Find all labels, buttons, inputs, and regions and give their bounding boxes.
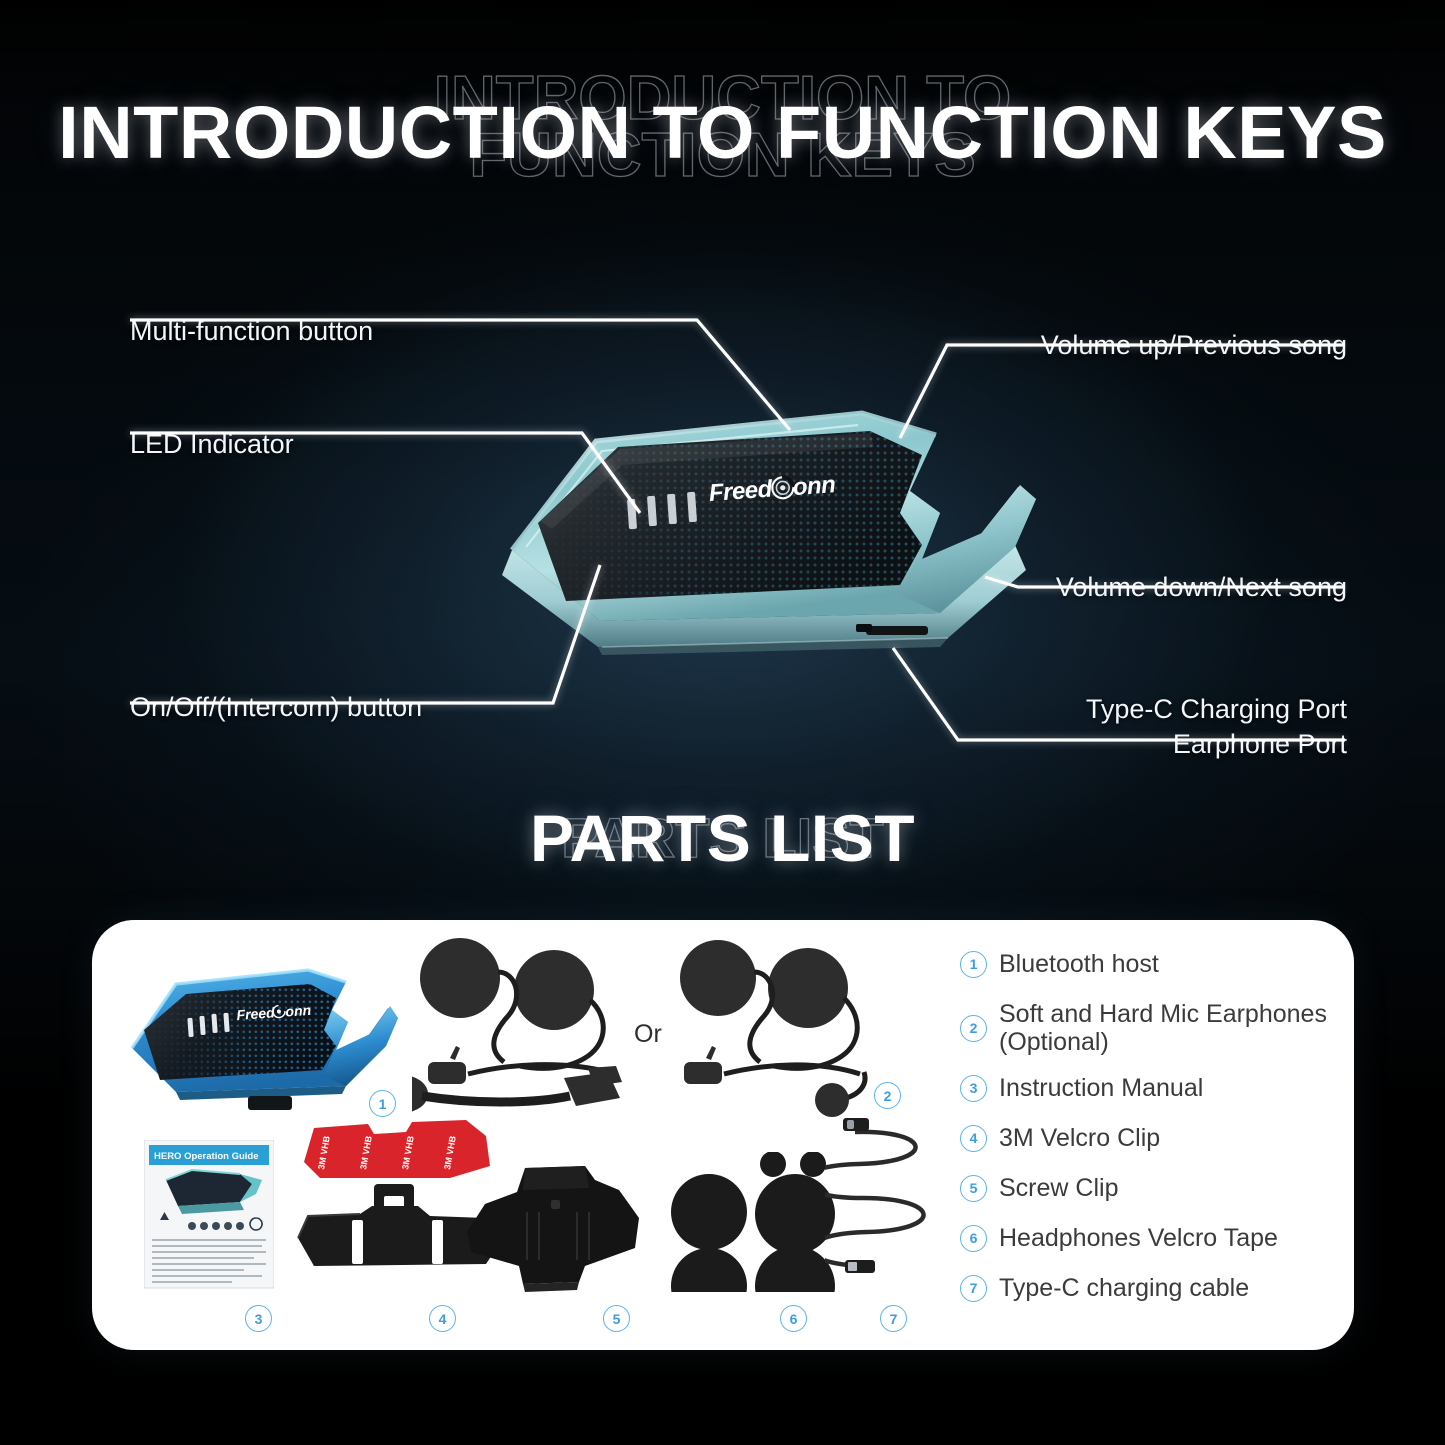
legend-number-3: 3 bbox=[960, 1074, 987, 1102]
legend-item-2: 2 Soft and Hard Mic Earphones (Optional) bbox=[960, 1000, 1360, 1056]
part-instruction-manual: HERO Operation Guide bbox=[144, 1140, 274, 1289]
or-separator: Or bbox=[634, 1020, 662, 1048]
legend-item-1: 1 Bluetooth host bbox=[960, 950, 1360, 978]
legend-label-4: 3M Velcro Clip bbox=[999, 1124, 1161, 1152]
legend-number-4: 4 bbox=[960, 1124, 987, 1152]
manual-title-text: HERO Operation Guide bbox=[154, 1151, 259, 1162]
callout-type-c-earphone-port: Type-C Charging Port Earphone Port bbox=[1085, 693, 1347, 760]
legend-number-6: 6 bbox=[960, 1224, 987, 1252]
part-screw-clip bbox=[467, 1166, 639, 1292]
leader-onoff-intercom bbox=[130, 564, 602, 705]
legend-label-1: Bluetooth host bbox=[999, 950, 1159, 978]
legend-number-1: 1 bbox=[960, 950, 987, 978]
page-title-function-keys: INTRODUCTION TO FUNCTION KEYS bbox=[0, 96, 1445, 170]
leader-multi-function-button bbox=[130, 318, 792, 432]
brand-logo: Freed onn bbox=[708, 471, 836, 507]
legend-number-5: 5 bbox=[960, 1174, 987, 1202]
led-indicator-bars bbox=[627, 491, 697, 530]
part-type-c-cable bbox=[825, 1118, 926, 1273]
legend-label-6: Headphones Velcro Tape bbox=[999, 1224, 1278, 1252]
parts-legend: 1 Bluetooth host 2 Soft and Hard Mic Ear… bbox=[960, 950, 1360, 1324]
leader-led-indicator bbox=[130, 431, 642, 514]
part-bluetooth-host: Freed onn bbox=[130, 968, 398, 1110]
legend-label-2: Soft and Hard Mic Earphones (Optional) bbox=[999, 1000, 1327, 1056]
leader-volume-down bbox=[984, 575, 1345, 589]
svg-text:onn: onn bbox=[792, 471, 836, 501]
device-illustration: Freed onn bbox=[470, 395, 1060, 695]
part-marker-5: 5 bbox=[603, 1305, 630, 1332]
page-title-parts-list: PARTS LIST bbox=[0, 805, 1445, 871]
legend-number-7: 7 bbox=[960, 1274, 987, 1302]
svg-text:Freed: Freed bbox=[236, 1004, 276, 1023]
legend-label-5: Screw Clip bbox=[999, 1174, 1119, 1202]
part-marker-6: 6 bbox=[780, 1305, 807, 1332]
part-marker-2: 2 bbox=[874, 1082, 901, 1109]
legend-item-7: 7 Type-C charging cable bbox=[960, 1274, 1360, 1302]
part-marker-1: 1 bbox=[369, 1090, 396, 1117]
callout-onoff-intercom-button: On/Off/(Intercom) button bbox=[130, 691, 423, 722]
title-text: INTRODUCTION TO FUNCTION KEYS bbox=[58, 91, 1387, 174]
legend-item-6: 6 Headphones Velcro Tape bbox=[960, 1224, 1360, 1252]
svg-text:Freed: Freed bbox=[708, 475, 774, 506]
legend-item-3: 3 Instruction Manual bbox=[960, 1074, 1360, 1102]
part-3m-velcro-clip: 3M VHB 3M VHB 3M VHB 3M VHB bbox=[297, 1120, 502, 1266]
callout-leader-lines bbox=[130, 318, 1345, 742]
part-earphone-sets bbox=[412, 938, 868, 1117]
legend-item-4: 4 3M Velcro Clip bbox=[960, 1124, 1360, 1152]
legend-label-7: Type-C charging cable bbox=[999, 1274, 1250, 1302]
part-marker-7: 7 bbox=[880, 1305, 907, 1332]
legend-item-5: 5 Screw Clip bbox=[960, 1174, 1360, 1202]
legend-number-2: 2 bbox=[960, 1014, 987, 1042]
legend-label-3: Instruction Manual bbox=[999, 1074, 1204, 1102]
part-marker-3: 3 bbox=[245, 1305, 272, 1332]
parts-list-card: Freed onn 1 bbox=[92, 920, 1354, 1350]
title-text-parts: PARTS LIST bbox=[529, 801, 916, 875]
leader-volume-up bbox=[898, 343, 1345, 439]
part-marker-4: 4 bbox=[429, 1305, 456, 1332]
part-headphones-velcro-tape bbox=[671, 1152, 835, 1292]
leader-type-c-port bbox=[891, 647, 1345, 742]
svg-text:onn: onn bbox=[285, 1002, 312, 1020]
